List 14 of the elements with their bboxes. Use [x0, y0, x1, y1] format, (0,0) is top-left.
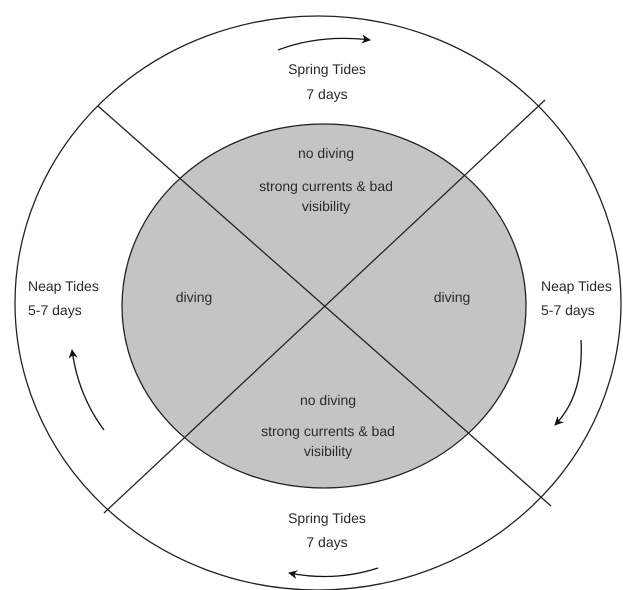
- zone-detail: strong currents & bad visibility: [258, 177, 394, 216]
- zone-heading: diving: [434, 288, 470, 307]
- zone-heading: Spring Tides: [288, 60, 366, 79]
- zone-heading: Neap Tides: [541, 277, 612, 296]
- zone-heading: Neap Tides: [28, 277, 99, 296]
- zone-detail: 7 days: [305, 85, 349, 104]
- zone-heading: no diving: [296, 144, 356, 163]
- zone-heading: diving: [176, 288, 212, 307]
- zone-heading: no diving: [298, 391, 358, 410]
- zone-heading: Spring Tides: [288, 509, 366, 528]
- zone-detail: 7 days: [305, 533, 349, 552]
- zone-detail: 5-7 days: [541, 301, 596, 320]
- zone-detail: 5-7 days: [28, 301, 83, 320]
- zone-detail: strong currents & bad visibility: [260, 422, 396, 461]
